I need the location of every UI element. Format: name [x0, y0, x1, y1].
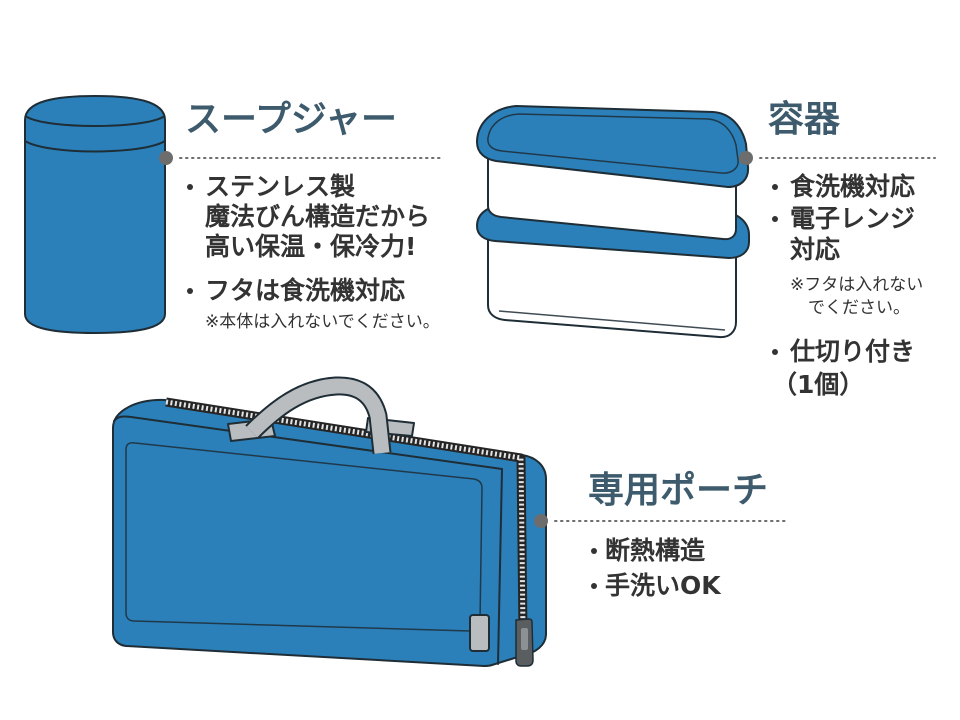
container-feature-line: 仕切り付き — [790, 337, 916, 366]
pouch-title: 専用ポーチ — [588, 470, 769, 511]
soup-jar-title: スープジャー — [185, 99, 398, 140]
soup-jar-illustration — [24, 95, 166, 334]
container-feature-line: 電子レンジ — [790, 204, 916, 233]
upper-container-lid-panel — [487, 113, 739, 174]
container-leader-dot — [739, 151, 753, 165]
pouch-body — [112, 398, 547, 667]
container-feature-line: 対応 — [790, 235, 841, 264]
food-containers-illustration — [476, 105, 750, 339]
zipper-pull-slot — [521, 628, 528, 650]
bullet-dot — [187, 184, 193, 190]
container-title: 容器 — [768, 99, 841, 140]
pouch-front-right-edge — [497, 468, 503, 665]
bullet-dot — [591, 583, 597, 589]
soup-jar-note: ※本体は入れないでください。 — [205, 312, 440, 332]
container-feature-line: 食洗機対応 — [790, 172, 916, 201]
pouch-leader-dot — [534, 514, 548, 528]
upper-container-lid — [476, 105, 750, 188]
bullet-dot — [772, 216, 778, 222]
container-feature-line: （1個） — [772, 370, 865, 399]
bullet-dot — [772, 349, 778, 355]
bullet-dot — [187, 288, 193, 294]
container-note: ※フタは入れない — [790, 275, 924, 295]
soup-jar-lid-top-edge — [26, 116, 164, 127]
bullet-dot — [591, 548, 597, 554]
pouch-front-top-edge — [113, 415, 503, 470]
soup-jar-feature-line: ステンレス製 — [205, 172, 356, 201]
bullet-dot — [772, 184, 778, 190]
lower-container-base-line — [498, 310, 726, 331]
soup-jar-leader — [159, 151, 444, 165]
lunch-pouch-illustration — [112, 376, 547, 667]
pouch-feature-line: 手洗いOK — [605, 571, 721, 600]
pouch-feature-line: 断熱構造 — [605, 536, 706, 565]
pouch-label-tag — [469, 614, 490, 652]
container-note: でください。 — [808, 298, 910, 318]
soup-jar-feature-line: 魔法びん構造だから — [205, 202, 431, 231]
container-leader — [739, 151, 936, 165]
lower-container-body — [487, 237, 737, 339]
pouch-zipper — [165, 397, 528, 633]
soup-jar-body — [24, 95, 166, 334]
soup-jar-lid-bottom-edge — [24, 140, 166, 153]
soup-jar-feature-line: 高い保温・保冷力! — [205, 232, 417, 261]
soup-jar-feature-line: フタは食洗機対応 — [205, 276, 406, 305]
soup-jar-leader-dot — [159, 151, 173, 165]
handle-strap — [246, 378, 390, 454]
pouch-leader — [534, 514, 786, 528]
